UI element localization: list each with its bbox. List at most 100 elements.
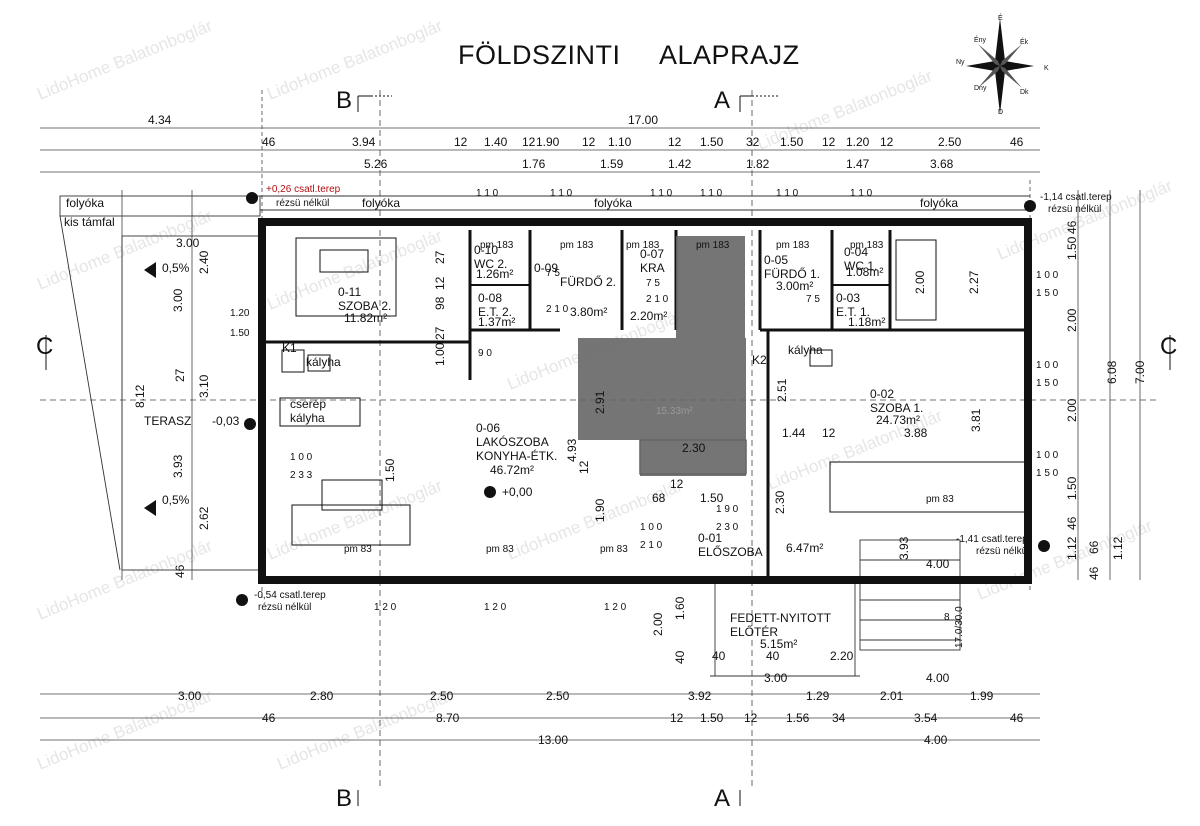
dim: 8.70 (436, 711, 460, 725)
section-b-top: B (336, 87, 352, 114)
level-lv1: +0,26 csatl.terep (266, 184, 341, 195)
watermark: LidoHome Balatonboglár (264, 16, 445, 104)
dim: 66 (1087, 540, 1101, 554)
dim: 1.50 (1065, 236, 1079, 260)
opening-annotations: 1.20 1.50 1 0 0 2 3 3 1 0 0 1 5 0 1 0 0 … (230, 188, 1059, 613)
room-id: 0-11 (338, 285, 361, 299)
dim: 3.93 (171, 454, 185, 478)
plan-title: FÖLDSZINTI ALAPRAJZ (458, 40, 800, 70)
stair-ratio: 17.0/30.0 (954, 606, 965, 648)
dim: 13.00 (538, 733, 568, 747)
dim: 12 (822, 426, 836, 440)
room-labels: 0-11 SZOBA 2. 11.82m² 0-10 WC 2. 1.26m² … (144, 243, 923, 651)
dim: 3.00 (764, 671, 788, 685)
opening: 1.50 (230, 328, 250, 339)
dim: 3.68 (930, 157, 954, 171)
dim: 3.81 (969, 408, 983, 432)
dim: 17.00 (628, 113, 658, 127)
dim: 4.00 (924, 733, 948, 747)
dim: 2.62 (197, 506, 211, 530)
opening: 1 0 0 (640, 522, 663, 533)
room-id: 0-07 (640, 247, 664, 261)
opening: 2 3 3 (290, 470, 313, 481)
dim: 3.10 (197, 374, 211, 398)
room-id: 0-10 (474, 243, 498, 257)
watermark: LidoHome Balatonboglár (34, 16, 215, 104)
opening: 1 0 0 (1036, 360, 1059, 371)
dim: 98 (433, 296, 447, 310)
room-name: ELŐSZOBA (698, 544, 763, 559)
room-area: 1.26m² (476, 267, 513, 281)
label-k1: K1 (282, 341, 297, 355)
dim: 32 (746, 135, 760, 149)
room-area: 1.18m² (848, 315, 885, 329)
dim: 2.30 (773, 490, 787, 514)
label-kalyha: kályha (290, 411, 325, 425)
dim: 1.50 (700, 491, 724, 505)
dim: 1.90 (593, 498, 607, 522)
room-name: E.T. 1. (836, 305, 870, 319)
stair-count: 8 (944, 612, 950, 623)
opening: 1 1 0 (700, 188, 723, 199)
compass-se: Dk (1020, 89, 1029, 96)
room-name-2: KONYHA-ÉTK. (476, 448, 557, 463)
dim: 1.50 (780, 135, 804, 149)
opening: 7 5 (646, 278, 660, 289)
compass-n: É (998, 13, 1003, 22)
misc-labels: folyóka folyóka folyóka folyóka kis támf… (64, 184, 1112, 648)
level-lv3: -1,41 csatl.terep (956, 534, 1028, 545)
label-cserep: cserép (290, 397, 326, 411)
room-id: 0-05 (764, 253, 788, 267)
compass-s: D (998, 109, 1003, 116)
dim: 2.91 (593, 390, 607, 414)
dim: 12 (577, 460, 591, 474)
compass-ne: Ék (1020, 37, 1029, 46)
dim: 1.76 (522, 157, 546, 171)
opening: pm 183 (850, 240, 884, 251)
opening: 7 5 (546, 268, 560, 279)
label-rezsu: rézsü nélkül (258, 602, 311, 613)
level-0: +0,00 (502, 485, 533, 499)
label-folyoka: folyóka (362, 196, 400, 210)
dim: 2.40 (197, 250, 211, 274)
dimension-texts: 4.34 17.00 46 3.94 12 1.40 12 1.90 12 1.… (133, 113, 1147, 747)
room-name: FEDETT-NYITOTT (730, 611, 832, 625)
dim: 2.01 (880, 689, 904, 703)
level-lv4: -0,54 csatl.terep (254, 590, 326, 601)
opening: pm 183 (480, 240, 514, 251)
dim: 1.12 (1111, 536, 1125, 560)
room-name: FÜRDŐ 2. (560, 274, 616, 289)
dim: 46 (262, 711, 276, 725)
opening: 1 1 0 (476, 188, 499, 199)
label-rezsu: rézsü nélkül (976, 546, 1029, 557)
opening: 1 5 0 (1036, 288, 1059, 299)
section-c-right: C (1160, 333, 1177, 360)
kitchen-area-label: 15.33m² (656, 406, 693, 417)
dim: 12 (522, 135, 536, 149)
dim: 1.56 (786, 711, 810, 725)
dim: 3.00 (178, 689, 202, 703)
opening: 9 0 (478, 348, 492, 359)
room-area: 1.37m² (478, 315, 515, 329)
room-id: 0-01 (698, 531, 722, 545)
opening: 1 1 0 (850, 188, 873, 199)
dim: 4.34 (148, 113, 172, 127)
opening: 1 5 0 (1036, 378, 1059, 389)
room-id: 0-06 (476, 421, 500, 435)
dim: 1.82 (746, 157, 770, 171)
room-name: WC 2. (474, 257, 507, 271)
label-folyoka: folyóka (920, 196, 958, 210)
dim: 46 (173, 564, 187, 578)
opening: 1 9 0 (716, 504, 739, 515)
dim: 46 (1065, 220, 1079, 234)
dim: 12 (822, 135, 836, 149)
room-name: FÜRDŐ 1. (764, 266, 820, 281)
room-id: 0-09 (534, 261, 558, 275)
room-id: 0-02 (870, 387, 894, 401)
dim: 4.93 (565, 438, 579, 462)
opening: 1 2 0 (484, 602, 507, 613)
dim: 2.50 (546, 689, 570, 703)
dim: 40 (766, 649, 780, 663)
opening: pm 183 (696, 240, 730, 251)
dim: 1.20 (846, 135, 870, 149)
